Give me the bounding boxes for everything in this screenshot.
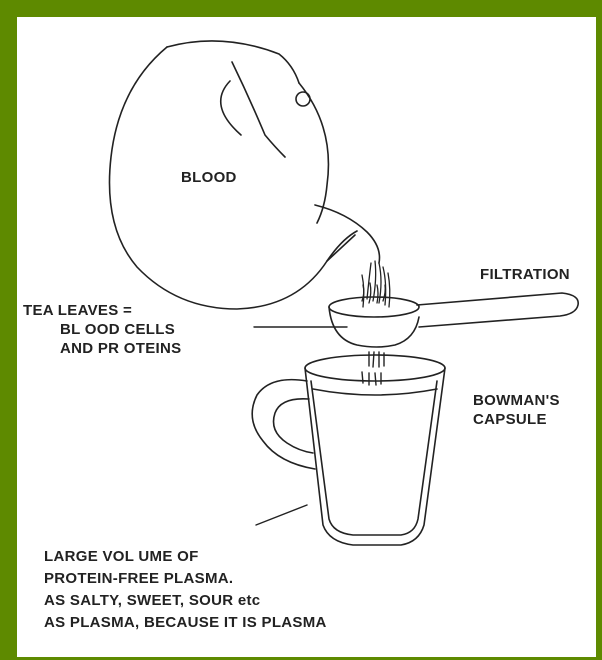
strainer-icon xyxy=(329,283,578,347)
bowmans-line-1: BOWMAN'S xyxy=(473,391,560,410)
plasma-line-1: LARGE VOL UME OF xyxy=(44,546,199,568)
tea-leaves-line-3: AND PR OTEINS xyxy=(60,339,181,358)
pouring-stream xyxy=(362,261,390,307)
cup-icon xyxy=(252,355,445,545)
tea-leaves-line-2: BL OOD CELLS xyxy=(60,320,175,339)
filtration-label: FILTRATION xyxy=(480,265,570,284)
plasma-line-4: AS PLASMA, BECAUSE IT IS PLASMA xyxy=(44,612,327,634)
plasma-leader-line xyxy=(256,505,307,525)
plasma-line-2: PROTEIN-FREE PLASMA. xyxy=(44,568,233,590)
filtrate-drips xyxy=(362,352,384,385)
bowmans-line-2: CAPSULE xyxy=(473,410,547,429)
plasma-line-3: AS SALTY, SWEET, SOUR etc xyxy=(44,590,260,612)
teapot-icon xyxy=(109,41,379,309)
tea-leaves-line-1: TEA LEAVES = xyxy=(23,301,132,320)
blood-label: BLOOD xyxy=(181,168,237,187)
